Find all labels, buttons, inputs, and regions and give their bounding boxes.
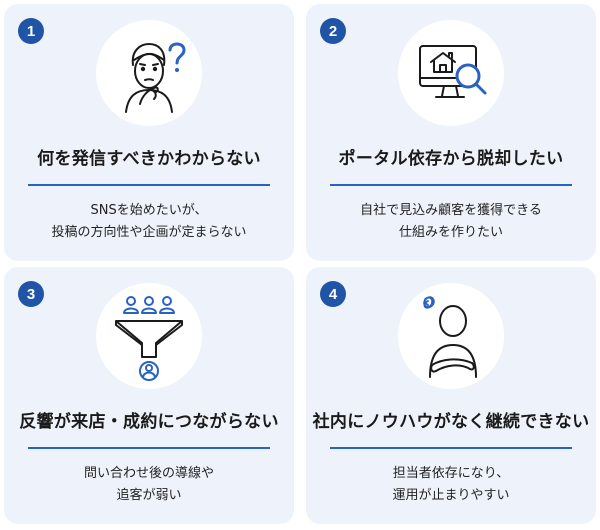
- number-badge: 3: [18, 281, 44, 307]
- funnel-people-icon: [115, 296, 183, 381]
- icon-circle: [96, 20, 202, 126]
- card-title: ポータル依存から脱却したい: [338, 149, 564, 169]
- card-description: 自社で見込み顧客を獲得できる 仕組みを作りたい: [306, 200, 596, 244]
- confused-person-icon: [125, 42, 186, 113]
- description-line: 仕組みを作りたい: [398, 225, 503, 240]
- divider: [28, 447, 270, 449]
- problem-card-1: 1 何を発信すべきかわからない SNSを始めたいが、: [4, 4, 294, 261]
- card-title: 社内にノウハウがなく継続できない: [312, 412, 590, 432]
- card-title: 反響が来店・成約につながらない: [19, 412, 279, 432]
- description-line: 投稿の方向性や企画が定まらない: [51, 225, 247, 240]
- icon-circle: [398, 20, 504, 126]
- icon-circle: [398, 283, 504, 389]
- card-description: SNSを始めたいが、 投稿の方向性や企画が定まらない: [4, 200, 294, 244]
- description-line: SNSを始めたいが、: [90, 203, 208, 218]
- card-description: 担当者依存になり、 運用が止まりやすい: [306, 463, 596, 507]
- description-line: 運用が止まりやすい: [392, 488, 510, 503]
- number-badge: 4: [320, 281, 346, 307]
- divider: [28, 184, 270, 186]
- description-line: 担当者依存になり、: [392, 466, 510, 481]
- worried-person-arms-crossed-icon: [423, 296, 477, 378]
- description-line: 追客が弱い: [116, 488, 182, 503]
- card-title: 何を発信すべきかわからない: [37, 149, 261, 169]
- number-badge: 2: [320, 18, 346, 44]
- house-search-monitor-icon: [419, 45, 487, 98]
- number-badge: 1: [18, 18, 44, 44]
- problem-card-4: 4 社内にノウハウがなく継続できない 担当者依存になり、 運用が止まりやすい: [306, 267, 596, 524]
- problem-card-2: 2 ポータル依存から脱却したい 自社で見込み顧客を獲得できる 仕組みを作りたい: [306, 4, 596, 261]
- problem-card-3: 3 反響が来店・成約につながらない 問い合わせ後の導線や 追客が: [4, 267, 294, 524]
- divider: [330, 184, 572, 186]
- description-line: 自社で見込み顧客を獲得できる: [360, 203, 542, 218]
- divider: [330, 447, 572, 449]
- description-line: 問い合わせ後の導線や: [83, 466, 214, 481]
- card-description: 問い合わせ後の導線や 追客が弱い: [4, 463, 294, 507]
- icon-circle: [96, 283, 202, 389]
